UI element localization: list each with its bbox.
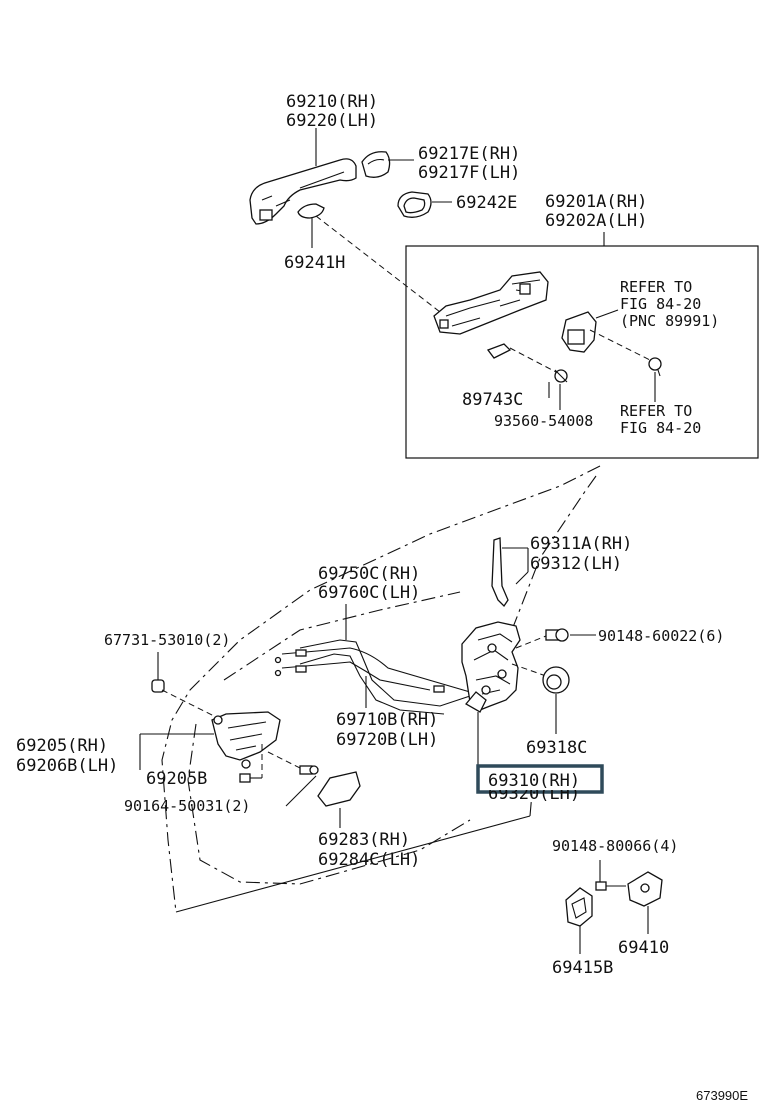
label-69201a[interactable]: 69201A(RH) bbox=[545, 192, 647, 212]
label-69310[interactable]: 69310(RH) bbox=[488, 771, 580, 791]
lower-components bbox=[139, 537, 663, 954]
screw-icon bbox=[648, 357, 662, 377]
label-69217f[interactable]: 69217F(LH) bbox=[418, 163, 520, 183]
label-69210[interactable]: 69210(RH) bbox=[286, 92, 378, 112]
label-69283[interactable]: 69283(RH) bbox=[318, 830, 410, 850]
label-90148-80066[interactable]: 90148-80066(4) bbox=[552, 837, 678, 855]
outside-handle-frame[interactable] bbox=[249, 158, 357, 225]
label-69202a[interactable]: 69202A(LH) bbox=[545, 211, 647, 231]
label-69217e[interactable]: 69217E(RH) bbox=[418, 144, 520, 164]
label-69318c[interactable]: 69318C bbox=[526, 738, 587, 758]
door-lock-assembly[interactable] bbox=[461, 621, 521, 711]
frame-box-outline bbox=[405, 245, 759, 459]
label-69410[interactable]: 69410 bbox=[618, 938, 669, 958]
label-69710b[interactable]: 69710B(RH) bbox=[336, 710, 438, 730]
label-69284c[interactable]: 69284C(LH) bbox=[318, 850, 420, 870]
frame-assembly-box bbox=[315, 215, 759, 459]
label-69312[interactable]: 69312(LH) bbox=[530, 554, 622, 574]
label-69760c[interactable]: 69760C(LH) bbox=[318, 583, 420, 603]
label-69720b[interactable]: 69720B(LH) bbox=[336, 730, 438, 750]
handle-cover[interactable] bbox=[361, 151, 391, 178]
small-bracket[interactable] bbox=[486, 343, 512, 359]
diagram-id: 673990E bbox=[696, 1088, 748, 1103]
highlight-box bbox=[476, 764, 604, 794]
label-69242e[interactable]: 69242E bbox=[456, 193, 517, 213]
cable-upper bbox=[281, 647, 471, 693]
grommet-ring[interactable] bbox=[542, 666, 570, 694]
highlight-backdrop bbox=[480, 768, 600, 790]
part-labels: 69210(RH) 69220(LH) 69217E(RH) 69217F(LH… bbox=[16, 92, 748, 1103]
outside-handle-group bbox=[249, 128, 452, 248]
label-69311a[interactable]: 69311A(RH) bbox=[530, 534, 632, 554]
label-69205b[interactable]: 69205B bbox=[146, 769, 207, 789]
label-69241h[interactable]: 69241H bbox=[284, 253, 345, 273]
bolt-icon bbox=[545, 628, 569, 642]
refer-label[interactable]: FIG 84-20 bbox=[620, 419, 701, 437]
label-89743c[interactable]: 89743C bbox=[462, 390, 523, 410]
screw-icon bbox=[239, 773, 262, 783]
label-93560[interactable]: 93560-54008 bbox=[494, 412, 593, 430]
refer-label: (PNC 89991) bbox=[620, 312, 719, 330]
label-90148-60022[interactable]: 90148-60022(6) bbox=[598, 627, 724, 645]
inside-handle-cover[interactable] bbox=[317, 771, 361, 807]
handle-pad-rear[interactable] bbox=[297, 203, 325, 219]
label-69750c[interactable]: 69750C(RH) bbox=[318, 564, 420, 584]
label-69220[interactable]: 69220(LH) bbox=[286, 111, 378, 131]
label-69205[interactable]: 69205(RH) bbox=[16, 736, 108, 756]
inside-handle[interactable] bbox=[211, 711, 281, 761]
screw-icon bbox=[554, 369, 568, 383]
striker-bolt-icon bbox=[595, 881, 626, 891]
refer-label[interactable]: FIG 84-20 bbox=[620, 295, 701, 313]
striker-plate[interactable] bbox=[565, 887, 593, 927]
handle-pin bbox=[259, 209, 273, 221]
door-outline bbox=[161, 465, 601, 913]
label-67731[interactable]: 67731-53010(2) bbox=[104, 631, 230, 649]
label-90164[interactable]: 90164-50031(2) bbox=[124, 797, 250, 815]
cable-lower bbox=[281, 661, 431, 691]
lock-rod[interactable] bbox=[491, 537, 509, 608]
refer-label: REFER TO bbox=[620, 402, 692, 420]
screw-icon bbox=[299, 765, 319, 775]
refer-label: REFER TO bbox=[620, 278, 692, 296]
label-69415b[interactable]: 69415B bbox=[552, 958, 613, 978]
label-69206b[interactable]: 69206B(LH) bbox=[16, 756, 118, 776]
